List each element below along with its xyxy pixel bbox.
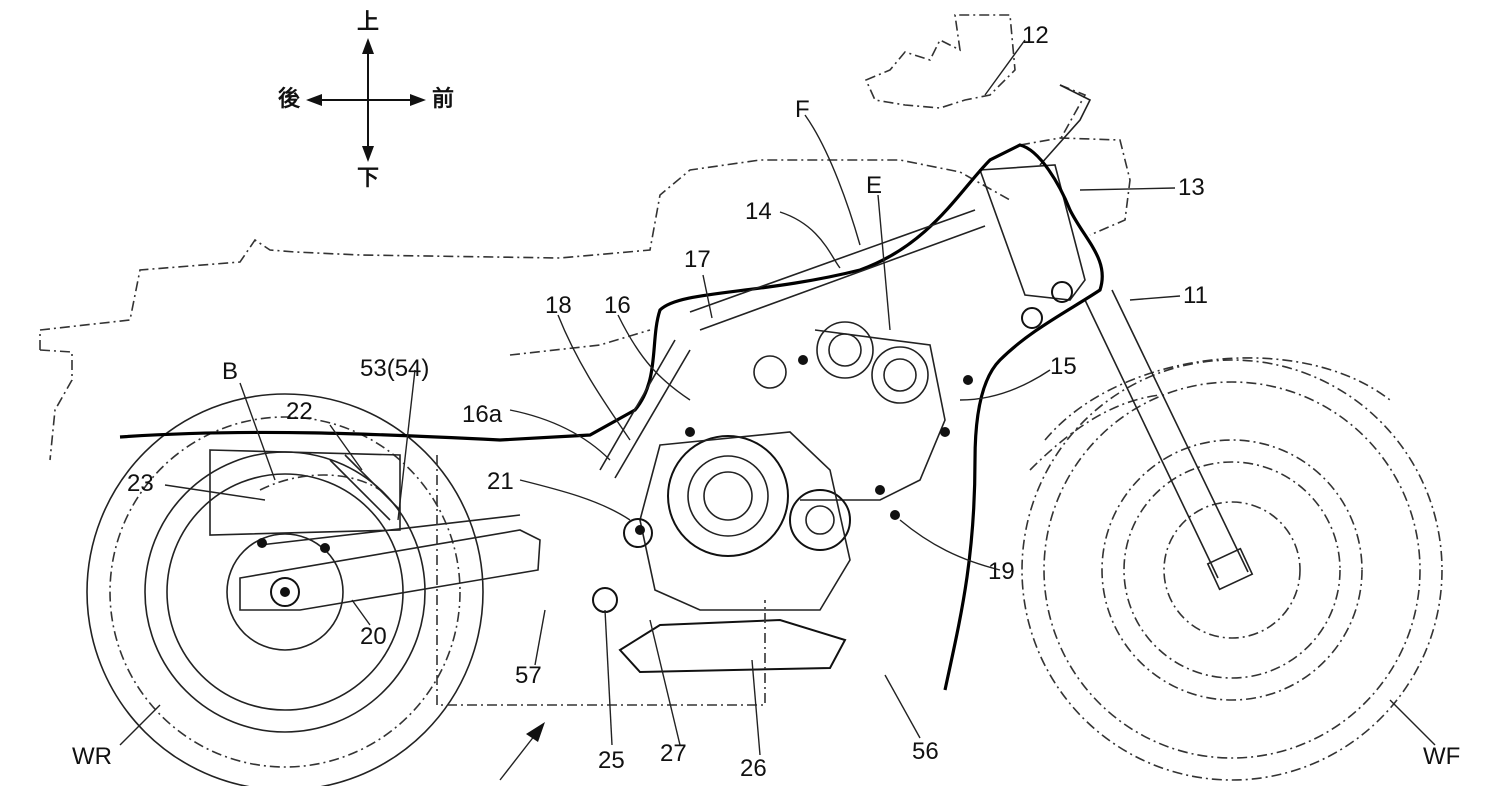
direction-front-label: 前	[432, 87, 455, 112]
label-19: 19	[988, 558, 1015, 585]
label-21: 21	[487, 468, 514, 495]
engine	[618, 321, 973, 674]
head-pipe	[978, 84, 1092, 329]
front-wheel	[1021, 357, 1443, 781]
swing-arm	[239, 514, 653, 613]
label-16: 16	[604, 292, 631, 319]
label-F: F	[795, 96, 810, 123]
label-17: 17	[684, 246, 711, 273]
label-53-54: 53(54)	[360, 355, 430, 382]
label-25: 25	[598, 747, 625, 774]
label-26: 26	[740, 755, 767, 782]
label-20: 20	[360, 623, 387, 650]
label-B: B	[222, 358, 239, 385]
main-frame	[119, 143, 1104, 691]
label-27: 27	[660, 740, 687, 767]
direction-up-label: 上	[357, 10, 380, 35]
label-14: 14	[745, 198, 772, 225]
label-18: 18	[545, 292, 572, 319]
label-23: 23	[127, 470, 154, 497]
rear-suspension	[209, 449, 401, 553]
detail-region	[436, 455, 766, 781]
label-57: 57	[515, 662, 542, 689]
label-16a: 16a	[462, 401, 503, 428]
direction-indicator	[306, 38, 426, 162]
label-WF: WF	[1423, 743, 1461, 770]
direction-rear-label: 後	[278, 87, 301, 112]
front-fork	[1084, 289, 1254, 591]
body-outline	[39, 14, 1131, 461]
label-11: 11	[1183, 282, 1208, 309]
direction-down-label: 下	[357, 166, 380, 191]
label-E: E	[866, 172, 883, 199]
label-15: 15	[1050, 353, 1077, 380]
label-56: 56	[912, 738, 939, 765]
label-13: 13	[1178, 174, 1205, 201]
label-WR: WR	[72, 743, 112, 770]
label-22: 22	[286, 398, 313, 425]
label-12: 12	[1022, 22, 1049, 49]
leader-lines	[119, 39, 1436, 756]
